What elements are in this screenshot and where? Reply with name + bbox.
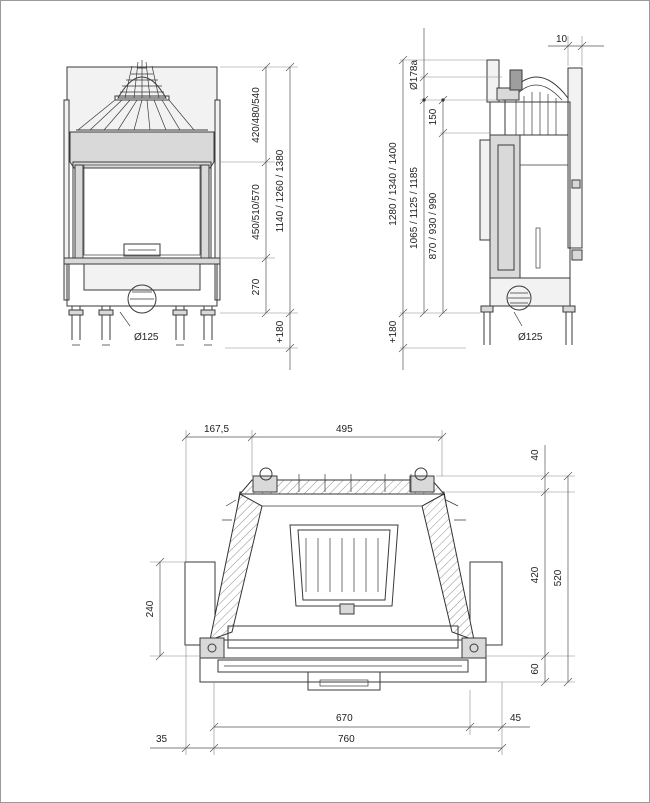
- plan-w35: 35: [156, 734, 168, 745]
- plan-h60: 60: [530, 663, 541, 675]
- side-dimensions: [398, 28, 604, 370]
- side-pipe-label: Ø125: [518, 332, 543, 343]
- plan-h420: 420: [530, 566, 541, 583]
- plan-w1: 167,5: [204, 424, 229, 435]
- front-dim-1: 420/480/540: [251, 87, 262, 143]
- plan-h40: 40: [530, 449, 541, 461]
- plan-dimensions: [150, 430, 575, 755]
- plan-w2: 495: [336, 424, 353, 435]
- plan-w45: 45: [510, 713, 522, 724]
- side-outlet: Ø178a: [409, 60, 420, 90]
- side-dim-3: 870 / 930 / 990: [428, 192, 439, 259]
- side-dim-2: 1065 / 1125 / 1185: [409, 167, 420, 249]
- front-dim-5: +180: [275, 320, 286, 343]
- front-dimensions: [220, 62, 298, 370]
- plan-view: [184, 467, 503, 691]
- front-view: [63, 60, 221, 346]
- side-dim-1: 1280 / 1340 / 1400: [388, 142, 399, 226]
- side-view: [479, 59, 583, 345]
- plan-h520: 520: [553, 569, 564, 586]
- front-dim-4: 270: [251, 278, 262, 295]
- plan-w670: 670: [336, 713, 353, 724]
- side-dim-150: 150: [428, 108, 439, 125]
- plan-h240: 240: [145, 600, 156, 617]
- side-top-offset: 10: [556, 34, 568, 45]
- plan-w760: 760: [338, 734, 355, 745]
- side-dim-4: +180: [388, 320, 399, 343]
- front-dim-2: 450/510/570: [251, 184, 262, 240]
- front-pipe-label: Ø125: [134, 332, 159, 343]
- front-dim-3: 1140 / 1260 / 1380: [275, 149, 286, 232]
